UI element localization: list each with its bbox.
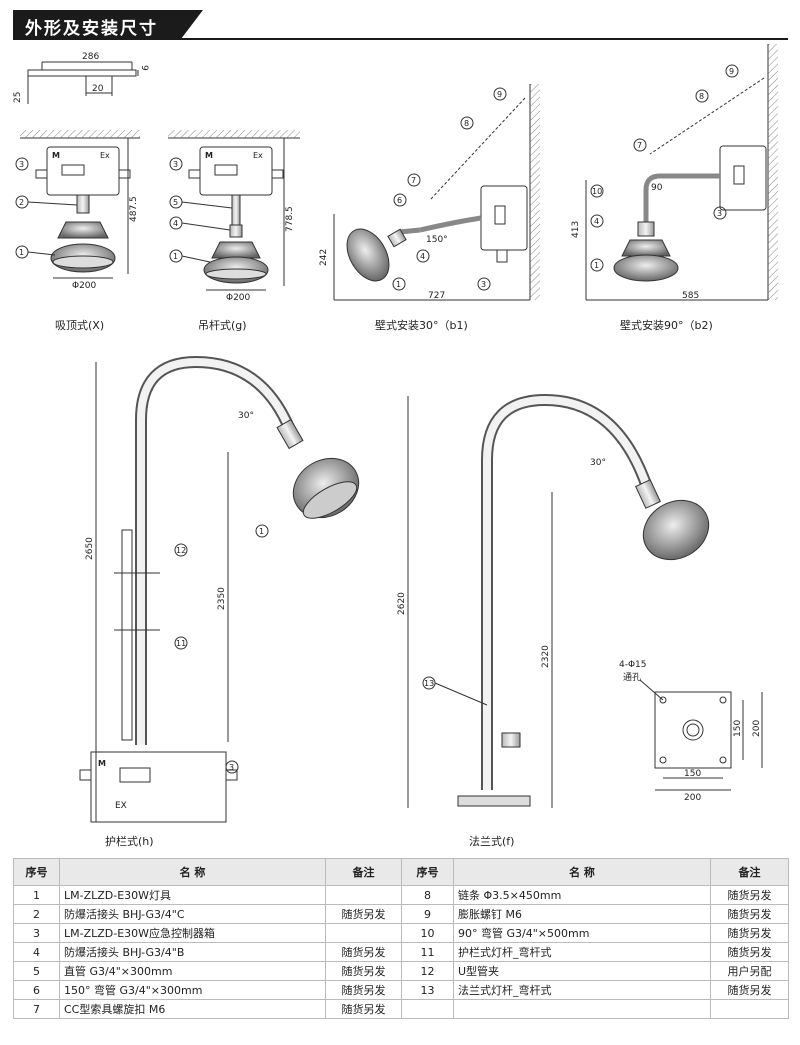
caption-f: 法兰式(f) [469, 834, 514, 848]
flange-holes-sub: 通孔 [623, 672, 641, 683]
caption-h: 护栏式(h) [105, 834, 154, 848]
dim-7785: 778.5 [285, 206, 295, 232]
table-header-row: 序号 名 称 备注 序号 名 称 备注 [13, 858, 789, 886]
mount-x-diagram: M Ex Φ200 487.5 3 2 1 吸顶式(X) [15, 130, 140, 332]
svg-text:5: 5 [173, 198, 178, 207]
svg-text:9: 9 [497, 90, 502, 99]
svg-text:7: 7 [411, 176, 416, 185]
svg-text:1: 1 [594, 261, 599, 270]
dim-30-f: 30° [590, 458, 606, 468]
svg-text:1: 1 [396, 280, 401, 289]
dim-9a: 9 [139, 65, 149, 71]
dim-20: 20 [92, 84, 104, 94]
svg-text:6: 6 [397, 196, 402, 205]
mount-b1-diagram: 242 150° 727 9 8 7 6 1 4 3 壁式安装30°（b1) [319, 84, 540, 332]
svg-text:M: M [52, 151, 60, 160]
section-header: 外形及安装尺寸 [13, 10, 788, 40]
flange-holes: 4-Φ15 [619, 660, 647, 670]
header-rule [163, 38, 788, 40]
dim-150deg: 150° [426, 235, 448, 245]
dim-phi200-g: Φ200 [226, 293, 251, 303]
mount-h-diagram: M EX 2650 2350 30° 1 12 11 3 护栏式(h) [79, 355, 360, 848]
col-note-right: 备注 [710, 858, 789, 886]
dim-2320: 2320 [541, 645, 551, 668]
mount-g-diagram: M Ex Φ200 778.5 3 5 4 1 吊杆式(g) [168, 130, 300, 332]
bracket-detail: 286 9 25 20 [13, 52, 149, 104]
svg-text:3: 3 [481, 280, 486, 289]
col-no-right: 序号 [401, 858, 454, 886]
dim-242: 242 [319, 249, 329, 266]
dim-727: 727 [428, 291, 445, 301]
section-title: 外形及安装尺寸 [25, 19, 158, 39]
col-name-right: 名 称 [453, 858, 711, 886]
svg-text:4: 4 [173, 219, 178, 228]
dim-200h: 200 [684, 793, 701, 803]
dim-30-h: 30° [238, 411, 254, 421]
dim-487: 487.5 [129, 196, 139, 222]
svg-text:EX: EX [115, 801, 127, 811]
svg-text:13: 13 [424, 679, 434, 688]
svg-text:M: M [98, 759, 106, 768]
svg-text:12: 12 [176, 546, 186, 555]
col-note-left: 备注 [325, 858, 402, 886]
svg-text:1: 1 [173, 252, 178, 261]
dim-286: 286 [82, 52, 99, 62]
mount-f-diagram: 2620 2320 30° 13 法兰式(f) [397, 393, 710, 848]
svg-text:3: 3 [717, 209, 722, 218]
dim-2350: 2350 [217, 587, 227, 610]
svg-text:1: 1 [259, 527, 264, 536]
installation-drawing: 286 9 25 20 M Ex Φ200 487.5 3 2 1 吸顶式(X)… [13, 44, 778, 848]
dim-200v: 200 [752, 720, 762, 737]
svg-text:3: 3 [173, 160, 178, 169]
svg-text:M: M [205, 151, 213, 160]
header-tab [13, 10, 203, 40]
svg-text:8: 8 [464, 119, 469, 128]
col-no-left: 序号 [13, 858, 60, 886]
dim-90: 90 [651, 183, 663, 193]
svg-text:3: 3 [229, 763, 234, 772]
mount-b2-diagram: 413 90 585 9 8 7 10 4 1 3 壁式安装90°（b2) [571, 44, 778, 332]
svg-text:Ex: Ex [253, 151, 263, 160]
dim-2650: 2650 [85, 537, 95, 560]
svg-text:1: 1 [19, 248, 24, 257]
svg-text:9: 9 [729, 67, 734, 76]
svg-text:4: 4 [594, 217, 599, 226]
dim-150v: 150 [733, 720, 743, 737]
caption-g: 吊杆式(g) [198, 318, 247, 332]
dim-585: 585 [682, 291, 699, 301]
caption-x: 吸顶式(X) [55, 319, 104, 332]
svg-text:3: 3 [19, 160, 24, 169]
svg-text:11: 11 [176, 639, 186, 648]
flange-plan: 4-Φ15 通孔 150 200 150 200 [619, 660, 763, 803]
svg-text:4: 4 [420, 252, 425, 261]
svg-text:2: 2 [19, 198, 24, 207]
svg-text:8: 8 [699, 92, 704, 101]
svg-text:7: 7 [637, 141, 642, 150]
svg-text:10: 10 [592, 187, 602, 196]
dim-2620: 2620 [397, 592, 407, 615]
dim-phi200-x: Φ200 [72, 281, 97, 291]
dim-413: 413 [571, 221, 581, 238]
col-name-left: 名 称 [59, 858, 326, 886]
caption-b1: 壁式安装30°（b1) [375, 318, 468, 332]
caption-b2: 壁式安装90°（b2) [620, 318, 713, 332]
svg-text:Ex: Ex [100, 151, 110, 160]
dim-25: 25 [13, 92, 23, 103]
dim-150h: 150 [684, 769, 701, 779]
